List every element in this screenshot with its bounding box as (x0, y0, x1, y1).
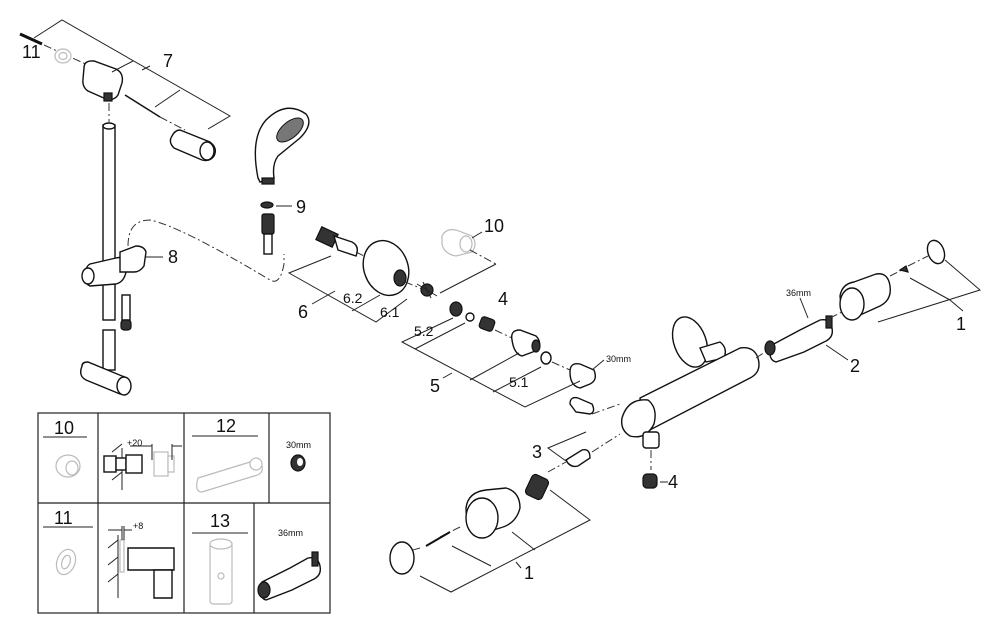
part-5-assembly (400, 301, 597, 408)
callout-line (471, 231, 483, 239)
bracket-cover (169, 129, 217, 162)
callout-1-right: 1 (956, 314, 966, 334)
label-36mm: 36mm (786, 288, 811, 298)
part-6-elbow (287, 226, 438, 323)
callout-line (154, 89, 181, 108)
label-30mm: 30mm (606, 354, 631, 364)
axis-line (159, 116, 186, 131)
callout-line (141, 65, 151, 71)
top-bracket (82, 60, 124, 102)
callout-6-2: 6.2 (343, 290, 363, 306)
wall-plug (19, 32, 43, 46)
inset-table: 10 +20 12 30mm (37, 412, 331, 614)
axis-line (829, 311, 843, 319)
part-10-ghost (439, 229, 497, 294)
part-11-spacer (54, 48, 72, 64)
table-part-10: 10 (54, 418, 74, 438)
part-1-handle-right (839, 239, 982, 323)
table-tool-12: 12 (216, 416, 236, 436)
thermostat-body (620, 316, 769, 449)
callout-bracket-7 (33, 19, 231, 130)
callout-11: 11 (22, 42, 41, 62)
callout-9: 9 (296, 197, 306, 217)
callout-6-1: 6.1 (380, 304, 400, 320)
callout-5: 5 (430, 376, 440, 396)
table-extension-8: +8 (133, 521, 143, 531)
table-part-11: 11 (54, 508, 73, 528)
callout-line (591, 359, 605, 371)
part-1-handle-left (389, 461, 591, 593)
callout-4-top: 4 (498, 289, 508, 309)
shower-rail (102, 103, 116, 371)
callout-4-bottom: 4 (668, 472, 678, 492)
part-3-clip (546, 396, 621, 468)
socket-tool-icon (209, 538, 233, 605)
cartridge-36mm-icon (257, 551, 322, 601)
table-size-30mm: 30mm (286, 440, 311, 450)
callout-8: 8 (168, 247, 178, 267)
table-tool-13: 13 (210, 511, 230, 531)
rail-top-bracket-group (19, 19, 231, 162)
wrench-icon (196, 457, 263, 493)
extension-8-diagram (107, 526, 175, 599)
part-4-fitting (642, 450, 668, 489)
callout-1-left: 1 (524, 563, 534, 583)
extension-20-diagram (103, 443, 182, 490)
table-size-36mm: 36mm (278, 528, 303, 538)
table-extension-20: +20 (127, 438, 142, 448)
callout-5-2: 5.2 (414, 323, 434, 339)
shower-hose (127, 219, 285, 282)
hand-shower (254, 107, 310, 255)
part-2-cartridge (764, 297, 849, 363)
callout-5-1: 5.1 (509, 374, 529, 390)
adapter-10-icon (55, 454, 81, 478)
callout-2: 2 (850, 356, 860, 376)
callout-10: 10 (484, 216, 504, 236)
screw (124, 94, 161, 118)
callout-3: 3 (532, 442, 542, 462)
callout-7: 7 (163, 51, 173, 71)
part-8-slider (81, 245, 147, 331)
callout-line (111, 60, 134, 73)
nut-30mm-icon (290, 454, 306, 472)
bottom-bracket (79, 361, 132, 396)
callout-6: 6 (298, 302, 308, 322)
spacer-11-icon (55, 548, 77, 576)
